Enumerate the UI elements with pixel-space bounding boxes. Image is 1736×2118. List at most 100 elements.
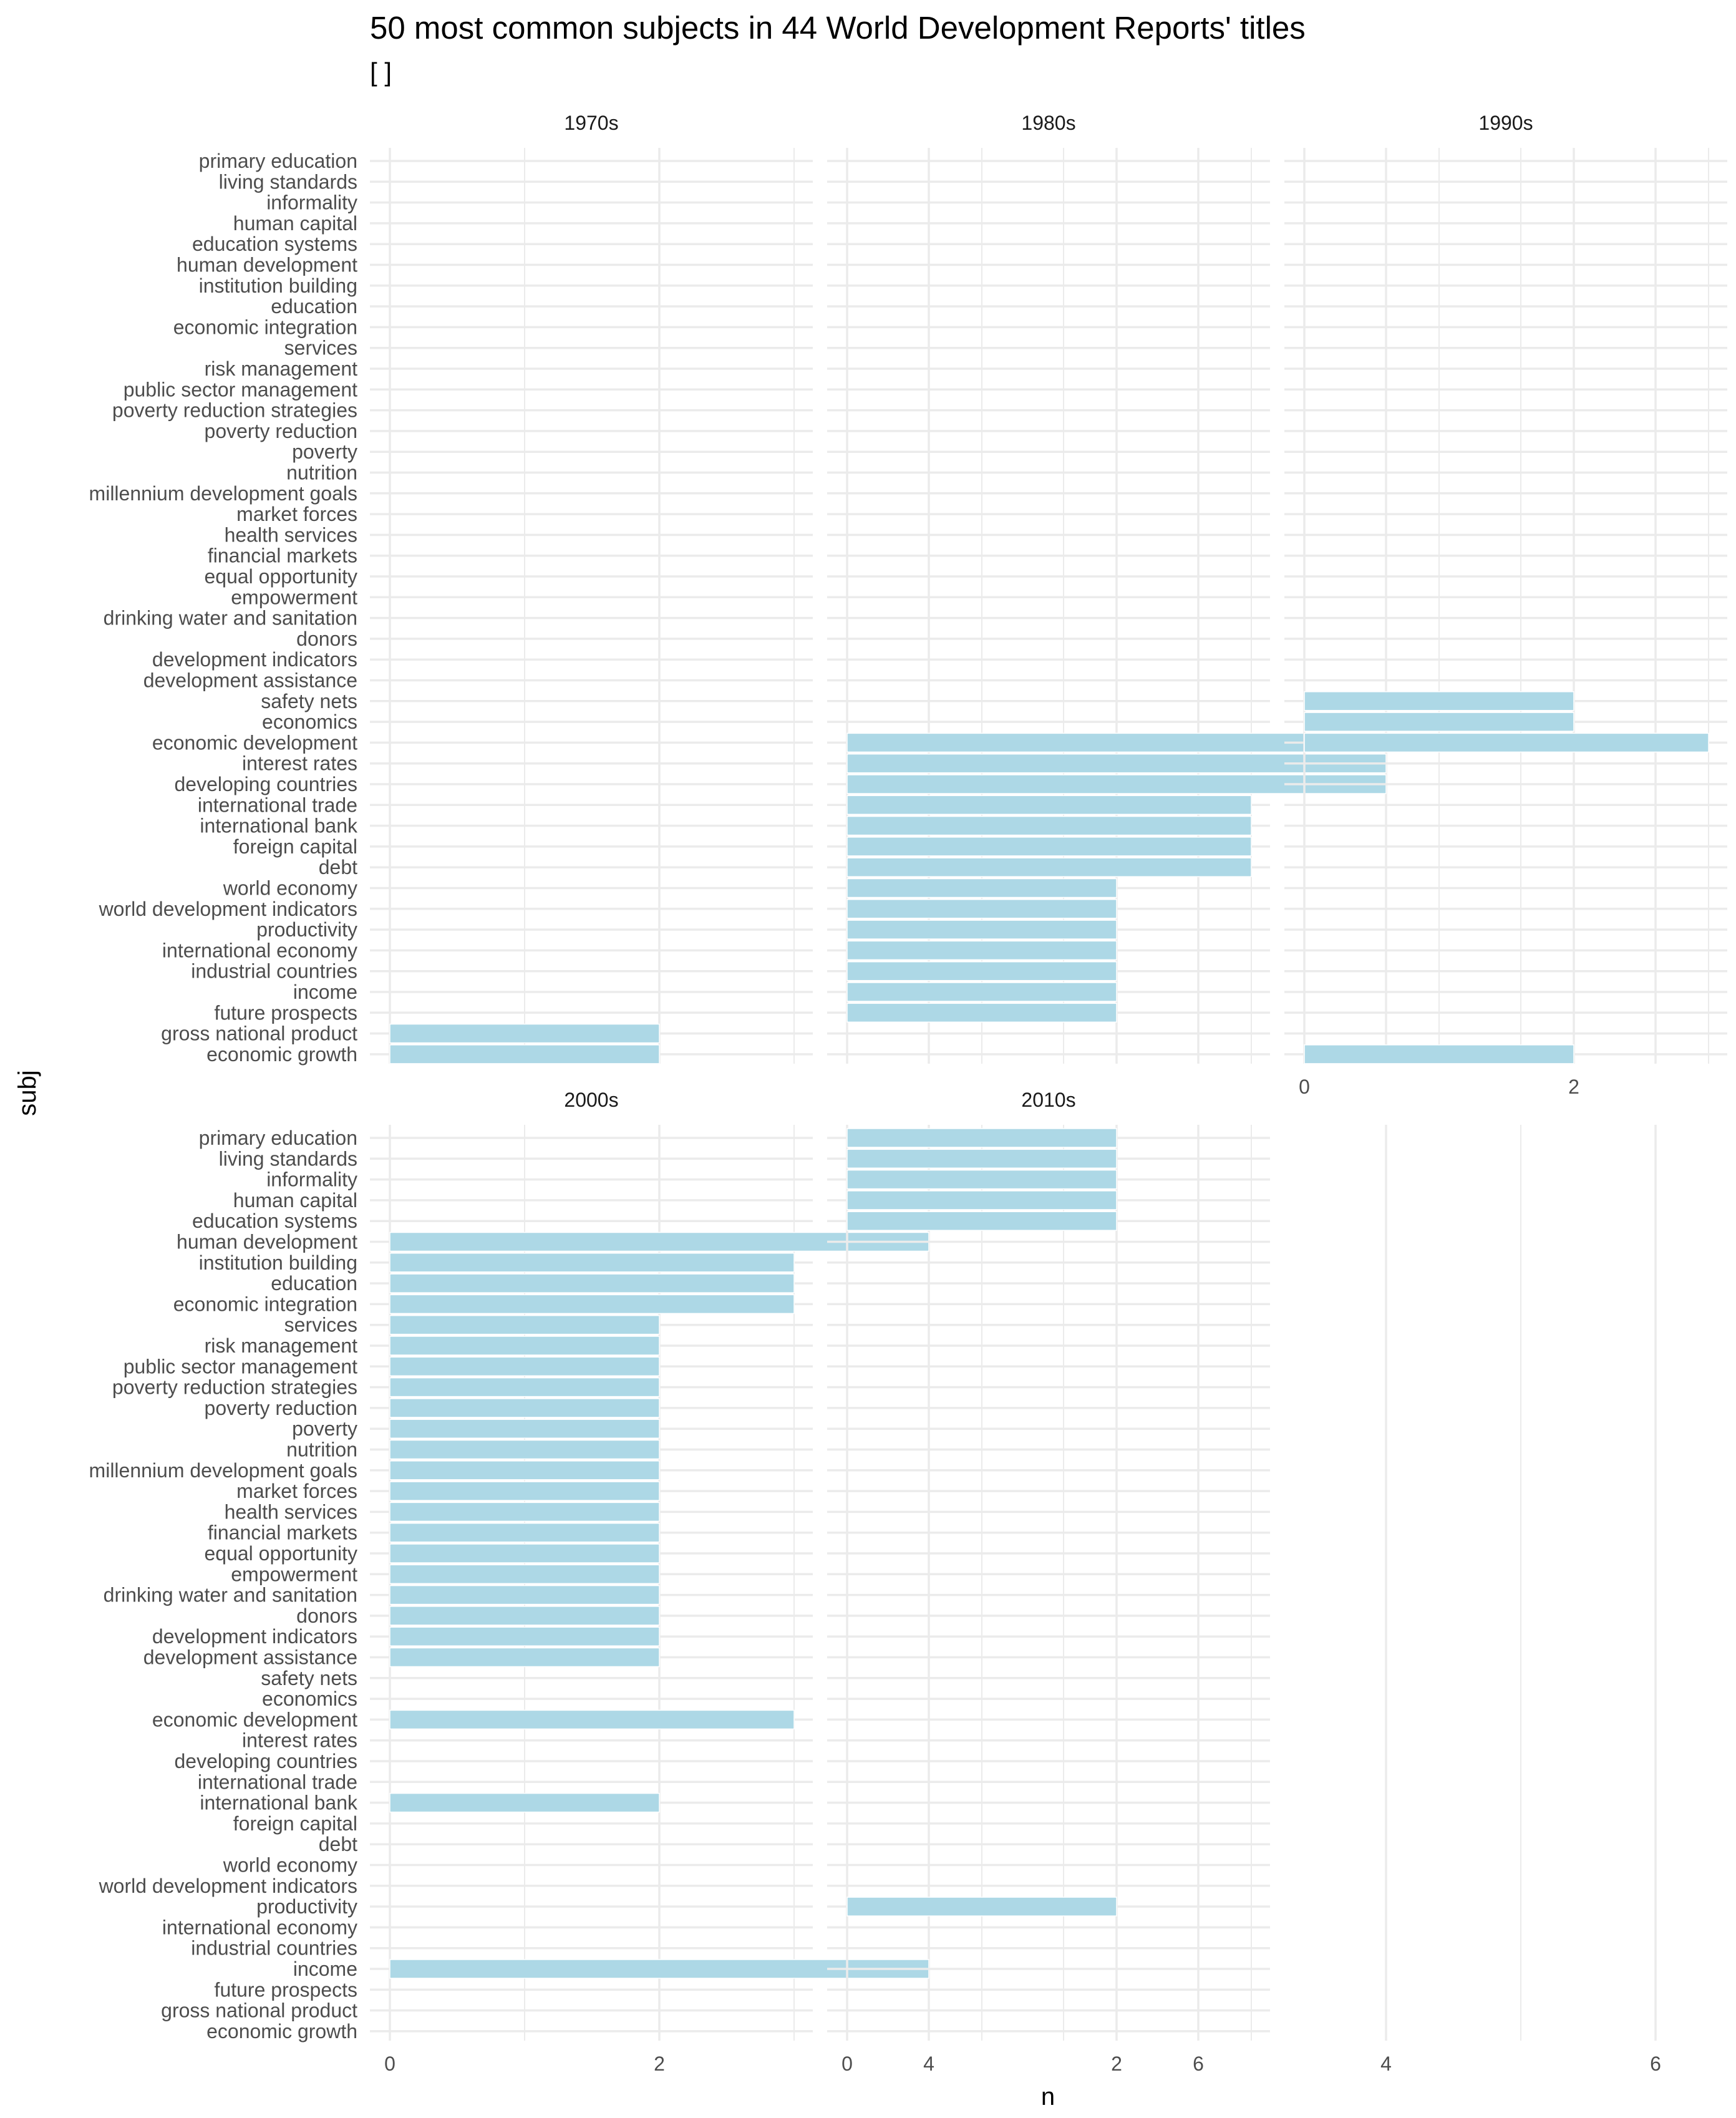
y-tick-label: interest rates <box>242 752 357 775</box>
facet-strip-label: 1990s <box>1478 112 1533 134</box>
y-tick-label: education <box>271 295 357 318</box>
bar <box>389 1606 660 1626</box>
y-tick-label: world development indicators <box>99 898 357 920</box>
y-tick-label: gross national product <box>161 1023 357 1045</box>
bar <box>1304 1044 1574 1064</box>
y-tick-label: human development <box>177 1231 357 1253</box>
bar <box>389 1273 795 1293</box>
bar <box>389 1439 660 1460</box>
y-tick-label: donors <box>296 1605 357 1627</box>
y-tick-label: development indicators <box>152 648 357 671</box>
bar <box>389 1253 795 1273</box>
bar <box>389 1398 660 1418</box>
y-tick-label: education <box>271 1272 357 1295</box>
y-tick-label: international bank <box>200 1792 358 1814</box>
x-tick-label: 0 <box>1299 1076 1310 1098</box>
bar <box>846 1003 1117 1023</box>
facet-panel: 1980s <box>827 112 1657 1064</box>
bar <box>1304 712 1574 732</box>
bar <box>1304 691 1574 711</box>
y-tick-label: equal opportunity <box>204 1542 357 1565</box>
y-tick-label: economics <box>262 1688 357 1710</box>
y-tick-label: income <box>293 981 357 1003</box>
y-tick-label: millennium development goals <box>89 1459 357 1482</box>
bar <box>846 837 1252 857</box>
y-tick-label: developing countries <box>174 1750 357 1772</box>
bar <box>389 1585 660 1605</box>
y-tick-label: education systems <box>192 1210 357 1232</box>
bar <box>389 1709 795 1730</box>
y-tick-label: public sector management <box>124 378 357 401</box>
y-tick-label: health services <box>225 523 357 546</box>
bar <box>389 1044 660 1064</box>
facet-strip-label: 2010s <box>1021 1089 1075 1111</box>
bar <box>846 857 1252 877</box>
facet-strip-label: 1970s <box>564 112 618 134</box>
y-tick-label: productivity <box>256 918 357 941</box>
y-tick-label: productivity <box>256 1895 357 1918</box>
x-tick-label: 2 <box>654 2052 665 2075</box>
y-tick-label: development indicators <box>152 1625 357 1648</box>
y-tick-label: services <box>284 337 357 359</box>
y-tick-label: world economy <box>223 1854 357 1877</box>
y-tick-label: developing countries <box>174 773 357 795</box>
y-tick-label: international trade <box>198 1771 357 1793</box>
y-tick-label: international economy <box>162 939 357 961</box>
y-tick-label: education systems <box>192 233 357 255</box>
y-tick-label: human development <box>177 254 357 276</box>
y-tick-label: economic integration <box>173 316 357 338</box>
y-tick-label: future prospects <box>215 1001 357 1024</box>
bar <box>389 1023 660 1044</box>
chart-title: 50 most common subjects in 44 World Deve… <box>370 10 1306 46</box>
bar <box>389 1314 660 1335</box>
y-tick-label: institution building <box>199 1251 357 1274</box>
y-tick-label: primary education <box>199 150 357 172</box>
y-tick-label: international bank <box>200 815 358 837</box>
y-tick-label: drinking water and sanitation <box>104 607 357 629</box>
x-tick-label: 2 <box>1568 1076 1579 1098</box>
bar <box>389 1419 660 1439</box>
y-tick-label: economic development <box>152 1708 357 1731</box>
bar <box>389 1356 660 1377</box>
y-tick-label: primary education <box>199 1127 357 1149</box>
y-tick-label: drinking water and sanitation <box>104 1584 357 1606</box>
bar <box>846 982 1117 1002</box>
y-tick-label: world development indicators <box>99 1875 357 1897</box>
bar <box>846 1211 1117 1231</box>
facet-panel: 1990s0246 <box>1284 112 1727 1098</box>
bar <box>389 1460 660 1480</box>
y-tick-label: gross national product <box>161 1999 357 2022</box>
y-tick-label: debt <box>319 1833 357 1855</box>
bar <box>846 940 1117 961</box>
y-tick-label: poverty <box>292 1417 357 1440</box>
bar <box>389 1647 660 1668</box>
bar <box>389 1294 795 1314</box>
bar <box>389 1336 660 1356</box>
bar <box>846 878 1117 898</box>
y-tick-label: equal opportunity <box>204 565 357 588</box>
bar <box>846 1169 1117 1190</box>
bar <box>389 1377 660 1397</box>
bar <box>846 1128 1117 1148</box>
y-tick-label: informality <box>266 1168 357 1191</box>
y-tick-label: human capital <box>233 1189 357 1212</box>
y-tick-label: empowerment <box>231 1563 357 1585</box>
x-tick-label: 0 <box>841 2052 853 2075</box>
bar <box>846 1897 1117 1916</box>
x-tick-label: 4 <box>923 2052 934 2075</box>
y-tick-label: income <box>293 1958 357 1980</box>
y-tick-label: foreign capital <box>233 835 357 858</box>
y-tick-label: millennium development goals <box>89 482 357 505</box>
bar <box>846 1190 1117 1210</box>
y-tick-label: empowerment <box>231 586 357 608</box>
y-tick-label: safety nets <box>261 1667 357 1689</box>
y-tick-label: poverty reduction strategies <box>112 399 357 422</box>
y-tick-label: poverty <box>292 440 357 463</box>
bar <box>389 1543 660 1563</box>
y-tick-label: economic development <box>152 731 357 754</box>
y-tick-label: industrial countries <box>191 1937 357 1960</box>
